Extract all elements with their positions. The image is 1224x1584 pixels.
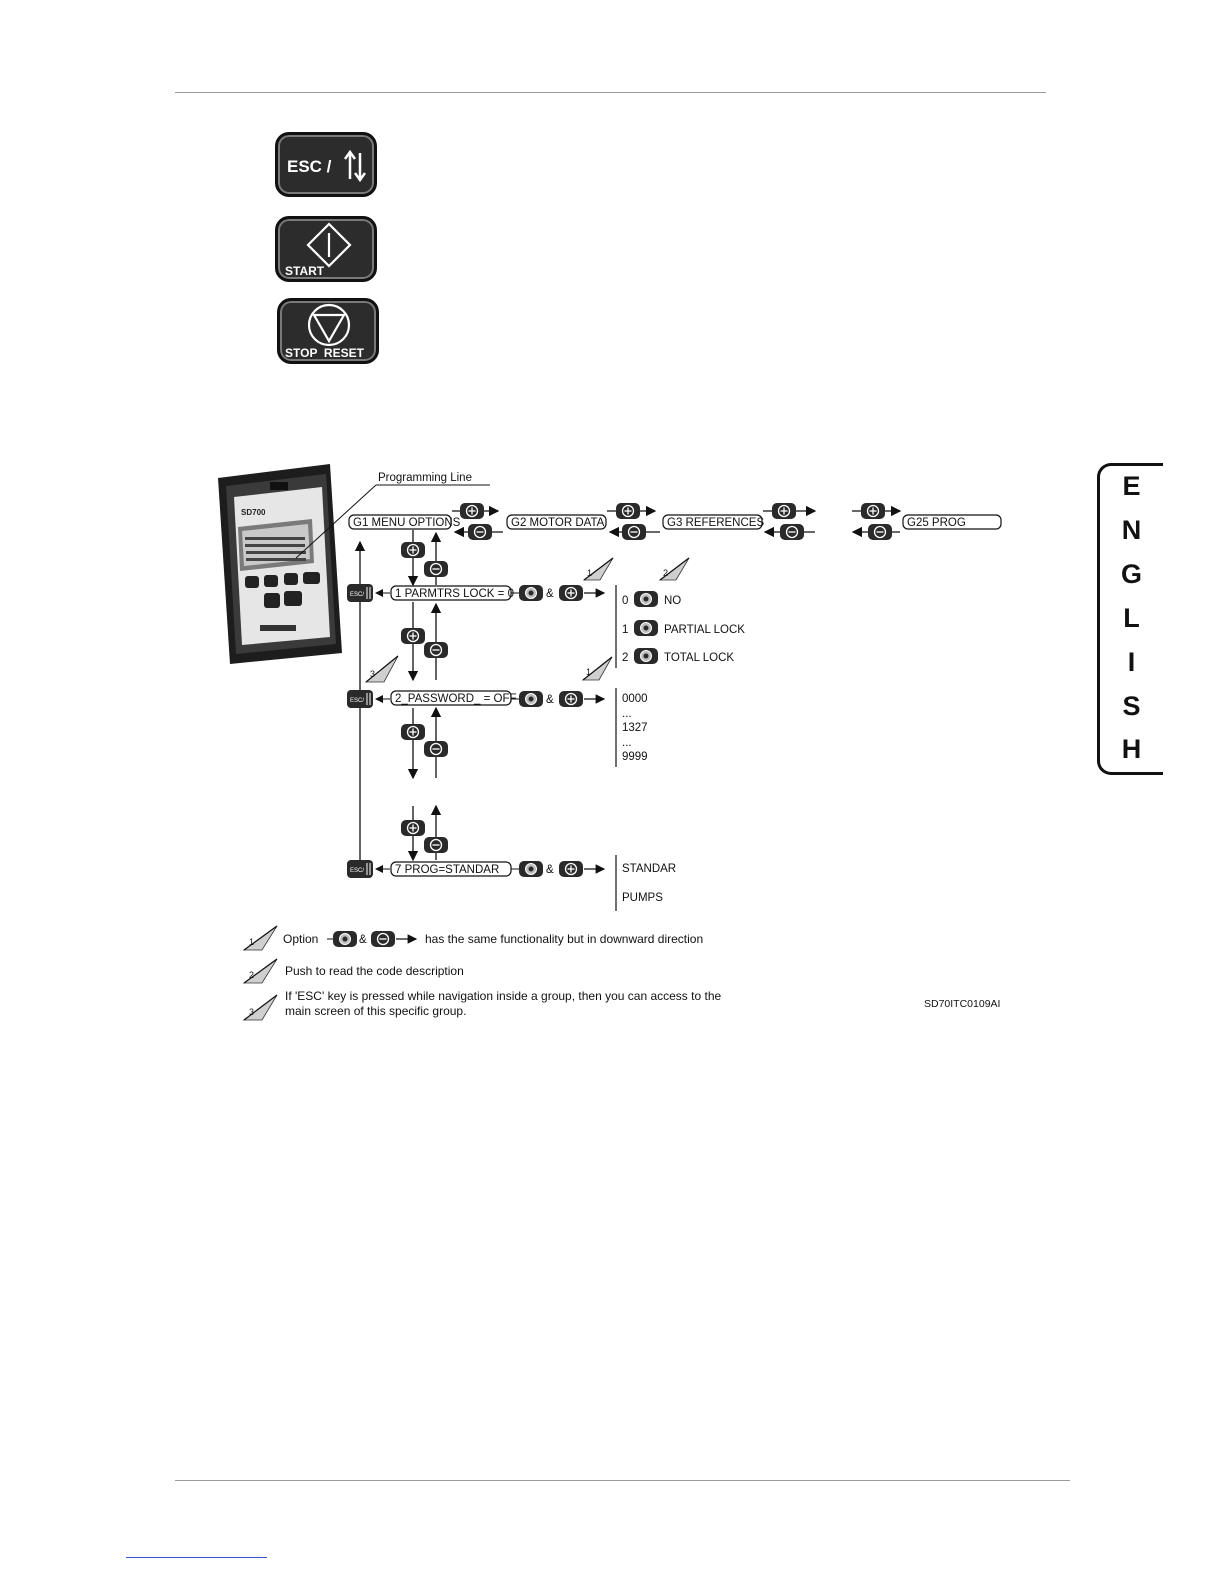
group-g3-label: G3 REFERENCES: [667, 517, 764, 529]
stop-reset-key-label: STOP RESET: [285, 346, 364, 360]
stop-triangle-icon: [307, 303, 351, 347]
lock-option-label: TOTAL LOCK: [664, 652, 734, 664]
svg-text:1: 1: [587, 568, 592, 578]
param-password: 2_PASSWORD_ = OFF: [395, 693, 517, 705]
up-down-arrows-icon: [343, 149, 367, 183]
note-1-prefix: Option: [283, 932, 319, 946]
lock-option-number: 2: [622, 652, 628, 664]
svg-text:1: 1: [586, 667, 591, 677]
password-value: ...: [622, 708, 632, 720]
language-tab-letter: E: [1122, 471, 1141, 501]
note-1-suffix: has the same functionality but in downwa…: [425, 932, 704, 946]
language-tab: E N G L I S H: [1097, 463, 1163, 775]
footer-rule: [175, 1480, 1070, 1481]
note-badge-2: 2: [658, 557, 690, 581]
amp-label: &: [546, 694, 554, 706]
lock-option-number: 1: [622, 624, 628, 636]
note-2: Push to read the code description: [285, 964, 464, 978]
svg-text:2: 2: [663, 568, 668, 578]
start-diamond-icon: [306, 222, 352, 268]
param-parmtrs-lock: 1 PARMTRS LOCK = 0: [395, 588, 514, 600]
stop-reset-key-illustration: STOP RESET: [277, 298, 379, 364]
legend-badge-1: 1: [242, 925, 278, 951]
svg-text:2: 2: [249, 970, 254, 980]
password-value: 9999: [622, 751, 648, 763]
password-value: 1327: [622, 722, 648, 734]
note-3-line-1: If 'ESC' key is pressed while navigation…: [285, 989, 722, 1003]
legend-badge-2: 2: [242, 958, 278, 984]
start-key-illustration: START: [275, 216, 377, 282]
group-g2-label: G2 MOTOR DATA: [511, 517, 605, 529]
language-tab-letter: S: [1122, 691, 1141, 721]
svg-text:3: 3: [249, 1007, 254, 1017]
password-value: ...: [622, 737, 632, 749]
lock-option-label: NO: [664, 595, 681, 607]
note-badge-1: 1: [581, 656, 613, 681]
amp-label: &: [546, 588, 554, 600]
programming-line-label: Programming Line: [378, 472, 472, 484]
note-3-line-2: main screen of this specific group.: [285, 1004, 467, 1018]
lock-option-number: 0: [622, 595, 628, 607]
language-tab-letter: G: [1120, 559, 1142, 589]
prog-value: PUMPS: [622, 892, 663, 904]
keypad-device-illustration: SD700: [218, 464, 342, 664]
group-g25-label: G25 PROG: [907, 517, 966, 529]
language-tab-letter: N: [1121, 515, 1142, 545]
password-value: 0000: [622, 693, 648, 705]
language-tab-letter: H: [1121, 734, 1142, 764]
device-brand-label: SD700: [241, 508, 266, 517]
legend-badge-3: 3: [242, 994, 278, 1021]
figure-code: SD70ITC0109AI: [924, 998, 1001, 1010]
esc-key-label: ESC /: [287, 157, 332, 176]
language-tab-letter: I: [1127, 647, 1136, 677]
prog-value: STANDAR: [622, 863, 676, 875]
lock-option-label: PARTIAL LOCK: [664, 624, 745, 636]
svg-text:3: 3: [370, 669, 375, 679]
language-tab-letter: L: [1123, 603, 1140, 633]
esc-key-illustration: ESC /: [275, 132, 377, 197]
svg-text:1: 1: [249, 937, 254, 947]
header-rule: [175, 92, 1046, 93]
amp-label: &: [546, 864, 554, 876]
amp-label: &: [359, 934, 367, 946]
footer-link-underline[interactable]: [126, 1557, 267, 1558]
note-badge-3: 3: [364, 655, 399, 683]
group-g1-label: G1 MENU OPTIONS: [353, 517, 461, 529]
note-badge-1: 1: [582, 557, 614, 581]
param-prog: 7 PROG=STANDAR: [395, 864, 499, 876]
start-key-label: START: [285, 264, 325, 278]
